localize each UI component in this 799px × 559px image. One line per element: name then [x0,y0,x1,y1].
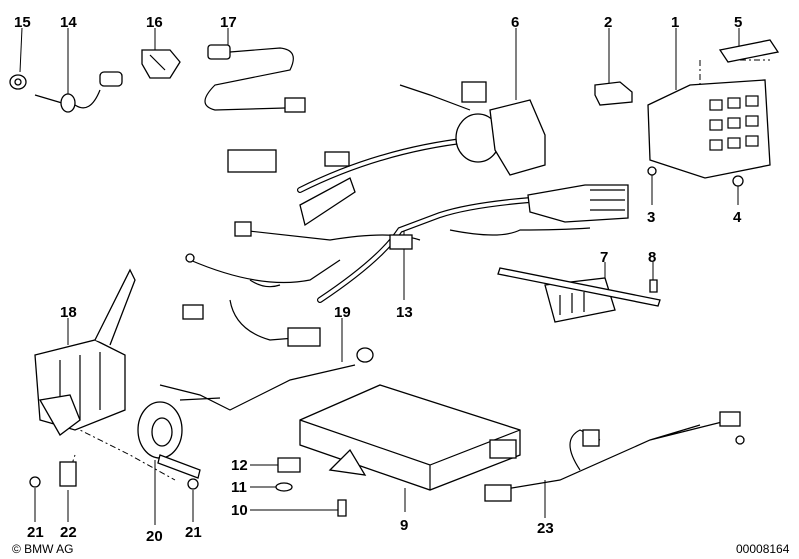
callout-20: 20 [146,528,163,545]
part-steering-column-switch [227,81,546,227]
part-21-bolt [29,476,199,490]
part-20-horn [137,401,201,479]
callout-5: 5 [734,14,742,31]
callout-7: 7 [600,249,608,266]
part-13-main-harness [182,197,591,347]
part-1-fuse-box [647,79,771,179]
callout-18: 18 [60,304,77,321]
part-22-clip-nut [59,461,77,487]
callout-21-right: 21 [185,524,202,541]
part-4-nut [732,175,744,187]
callout-4: 4 [733,209,742,226]
callout-19: 19 [334,304,351,321]
callout-3: 3 [647,209,655,226]
part-5-cover [718,39,780,63]
part-9-control-unit [299,384,521,491]
part-14-sensor [34,89,101,113]
callout-6: 6 [511,14,519,31]
leader-lines [19,27,770,525]
callout-16: 16 [146,14,163,31]
part-8-screw [649,279,658,293]
part-15-washer [9,74,27,90]
part-connector-block [527,184,629,223]
part-10-screw [337,499,347,517]
part-23-harness [484,411,745,502]
image-number: 00008164 [736,542,790,556]
part-2-relay [594,81,633,106]
part-17-cable [204,44,306,113]
callout-2: 2 [604,14,612,31]
part-19-sensor-lead [159,347,374,411]
copyright-text: © BMW AG [12,542,74,556]
callout-17: 17 [220,14,237,31]
part-18-bracket [34,268,136,436]
part-14-plug [99,71,123,87]
callout-22: 22 [60,524,77,541]
callout-21-left: 21 [27,524,44,541]
part-12-clip [277,457,301,473]
part-7-module [497,267,661,323]
callout-12: 12 [231,457,248,474]
callout-1: 1 [671,14,679,31]
callout-11: 11 [231,479,247,496]
callout-14: 14 [60,14,77,31]
part-11-washer [275,482,293,492]
callout-10: 10 [231,502,248,519]
callout-15: 15 [14,14,31,31]
callout-23: 23 [537,520,554,537]
callout-13: 13 [396,304,413,321]
callout-labels: 15 14 16 17 6 2 1 5 3 4 7 8 13 18 19 12 … [14,14,742,545]
part-16-clip [141,49,181,79]
part-3-screw [647,166,657,176]
callout-8: 8 [648,249,656,266]
callout-9: 9 [400,517,408,534]
